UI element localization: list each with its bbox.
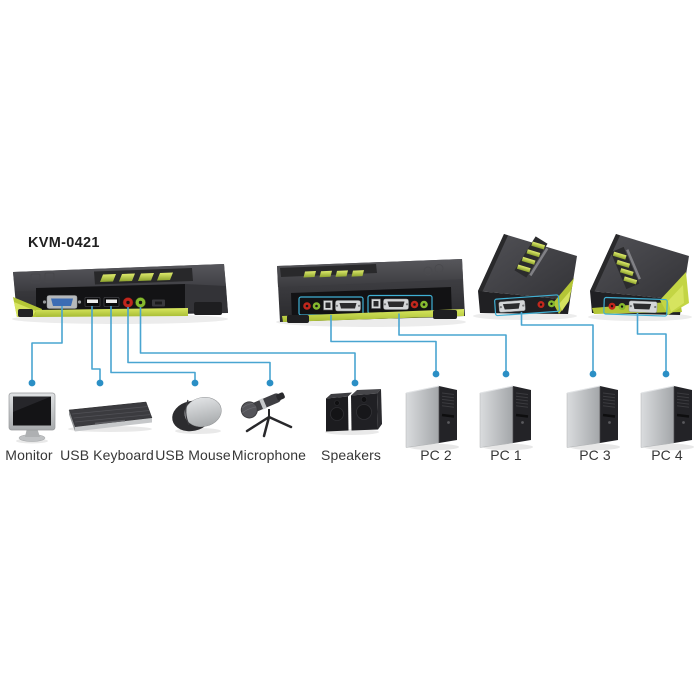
pc4-image [640, 385, 694, 451]
connection-dot-keyboard [96, 379, 104, 387]
microphone-jack [122, 297, 134, 308]
top-emboss-mark [434, 264, 444, 273]
device-foot [194, 302, 222, 315]
device-model-title: KVM-0421 [28, 235, 100, 251]
kvm-switch-angled-right [588, 234, 692, 321]
device-edge [590, 234, 620, 293]
connection-dot-speakers [351, 379, 359, 387]
speakers-label: Speakers [321, 447, 381, 463]
top-emboss-mark [423, 266, 433, 276]
angled-unit-right-port-group [603, 296, 668, 317]
microphone-image [240, 392, 293, 438]
device-shadow [473, 312, 577, 320]
usb-port-2 [103, 297, 120, 307]
connection-dots [28, 370, 670, 387]
top-emboss-mark [44, 272, 55, 283]
connection-dot-microphone [266, 379, 274, 387]
connection-line-mic-microphone [127, 307, 271, 383]
port-select-buttons [303, 270, 364, 278]
green-accent-glow [668, 285, 684, 312]
usb-keyboard-label: USB Keyboard [60, 447, 154, 463]
green-bottom-strip [36, 308, 188, 317]
port-select-buttons [612, 251, 638, 285]
connection-dot-mouse [191, 379, 199, 387]
pc3-image [566, 385, 620, 451]
pc1-label: PC 1 [490, 447, 522, 463]
connection-line-usb2-mouse [110, 306, 196, 383]
port-select-buttons [100, 272, 173, 282]
power-port [152, 299, 165, 307]
green-bottom-strip [282, 309, 464, 322]
usb-mouse-image [172, 397, 222, 434]
device-foot [18, 309, 33, 317]
kvm-switch-angled-left [473, 234, 577, 320]
connection-line-audio-speakers [139, 307, 356, 383]
connection-dot-pc2 [432, 370, 440, 378]
device-foot [433, 310, 457, 319]
connection-line-group1-pc2 [330, 315, 437, 374]
connection-lines [31, 306, 667, 383]
green-accent-wedge [553, 278, 574, 314]
kvm-switch-rear-view [276, 259, 466, 327]
pc3-label: PC 3 [579, 447, 611, 463]
angled-unit-left-port-group [494, 294, 560, 317]
pc4-label: PC 4 [651, 447, 683, 463]
connection-line-unit4-pc4 [636, 313, 667, 374]
monitor-image [8, 392, 56, 444]
connection-dot-pc1 [502, 370, 510, 378]
label-strip [626, 249, 641, 280]
monitor-label: Monitor [5, 447, 53, 463]
connection-line-group2-pc1 [398, 313, 507, 374]
device-top-surface [590, 234, 689, 300]
speaker-jack [135, 297, 146, 308]
device-foot [287, 315, 309, 323]
pc2-label: PC 2 [420, 447, 452, 463]
rear-pc-port-group-2 [367, 294, 433, 315]
connection-line-vga-monitor [31, 306, 63, 383]
device-edge [478, 234, 508, 293]
usb-port-1 [84, 297, 101, 307]
usb-mouse-label: USB Mouse [155, 447, 231, 463]
pc2-image [405, 385, 459, 451]
kvm-switch-front-view [12, 264, 228, 324]
button-recess [610, 246, 640, 290]
port-select-buttons [516, 241, 546, 273]
connection-dot-monitor [28, 379, 36, 387]
connection-dot-pc4 [662, 370, 670, 378]
pc1-image [479, 385, 533, 451]
vga-console-port [42, 295, 82, 309]
connection-line-usb1-keyboard [91, 306, 101, 383]
label-strip [529, 247, 549, 277]
speakers-image [325, 389, 382, 435]
connection-dot-pc3 [589, 370, 597, 378]
top-emboss-mark [30, 273, 41, 284]
green-accent-glow [559, 290, 571, 311]
connection-line-unit3-pc3 [520, 312, 594, 374]
microphone-label: Microphone [231, 447, 307, 463]
usb-keyboard-image [68, 401, 153, 432]
